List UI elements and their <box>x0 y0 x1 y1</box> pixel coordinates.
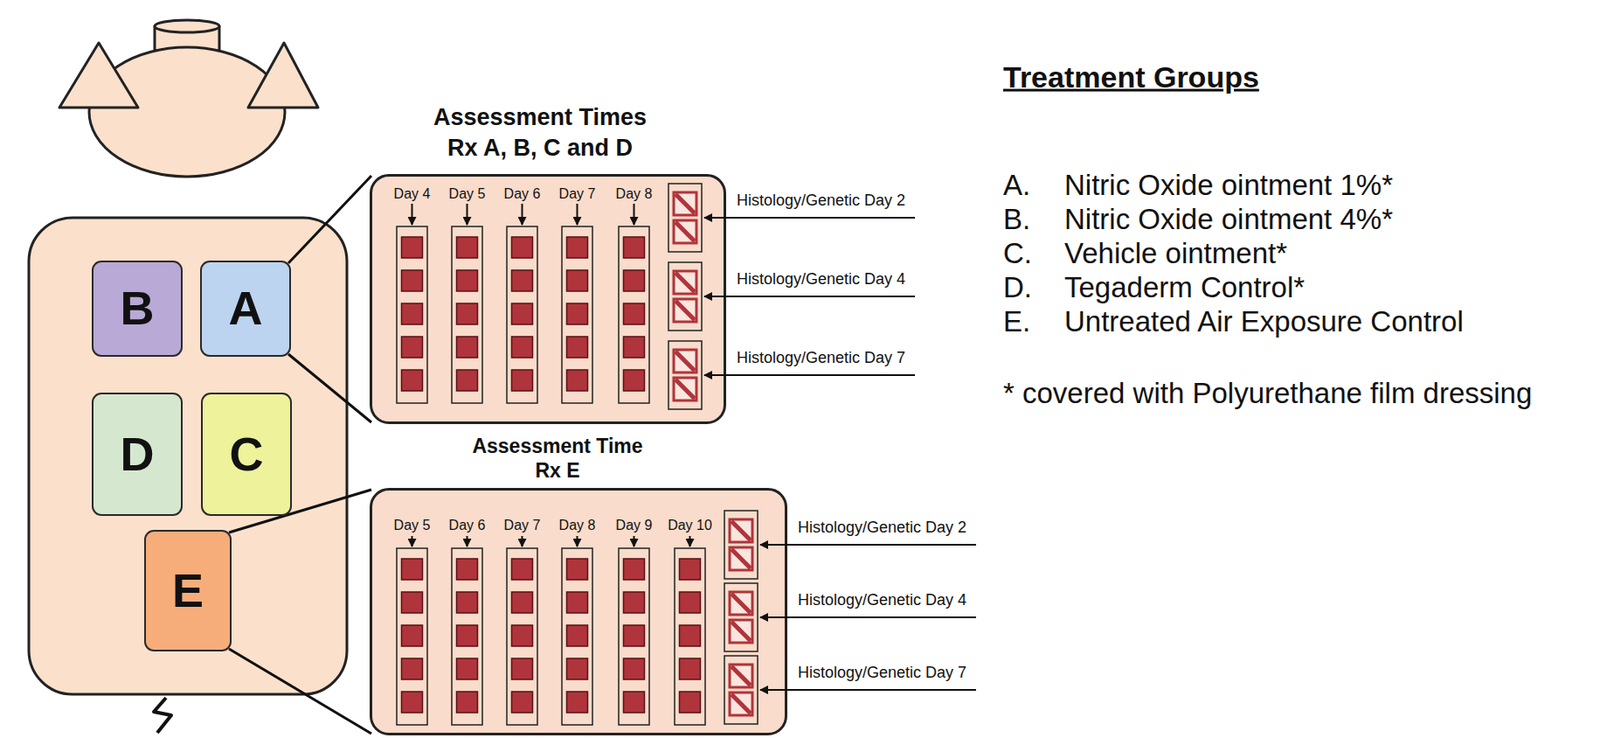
patch-letter: E <box>172 564 204 617</box>
histology-sample-pair <box>724 655 758 724</box>
biopsy-column <box>506 547 538 725</box>
histology-sample-pair <box>724 582 758 652</box>
list-item: Untreated Air Exposure Control <box>1064 304 1464 340</box>
list-item: Vehicle ointment* <box>1064 235 1288 271</box>
day-label: Day 7 <box>504 516 541 534</box>
zoom-panel: Assessment Time Rx E <box>369 433 788 735</box>
list-letter: B. <box>1003 201 1031 237</box>
pig-body <box>28 217 347 694</box>
biopsy-column <box>396 226 428 403</box>
day-label: Day 6 <box>504 185 541 202</box>
biopsy-column <box>561 547 593 725</box>
list-item: Nitric Oxide ointment 1%* <box>1064 167 1393 203</box>
patch-letter: D <box>120 428 155 480</box>
pig-snout-top <box>154 20 220 33</box>
pig-head <box>89 47 285 177</box>
patch-letter: C <box>229 428 264 480</box>
histology-label: Histology/Genetic Day 7 <box>797 663 967 683</box>
list-letter: A. <box>1003 167 1031 203</box>
patch-box: B <box>91 260 183 357</box>
day-label: Day 6 <box>449 516 486 534</box>
footnote: * covered with Polyurethane film dressin… <box>1003 375 1532 411</box>
panel-heading: Assessment Times Rx A, B, C and D <box>426 102 654 164</box>
histology-label: Histology/Genetic Day 4 <box>797 590 967 610</box>
histology-label: Histology/Genetic Day 2 <box>797 518 967 538</box>
day-label: Day 8 <box>559 516 596 534</box>
day-label: Day 9 <box>616 516 653 534</box>
histology-label: Histology/Genetic Day 2 <box>736 191 906 211</box>
panel-heading-text: Assessment Times Rx A, B, C and D <box>426 102 654 164</box>
day-label: Day 7 <box>559 185 596 202</box>
day-label: Day 4 <box>394 185 431 202</box>
panel-heading: Assessment Time Rx E <box>464 433 651 483</box>
histology-sample-pair <box>668 183 702 252</box>
zoom-panel-shape <box>369 173 727 424</box>
patch-box: E <box>144 529 232 652</box>
histology-sample-pair <box>668 340 702 409</box>
day-arrows <box>412 203 916 375</box>
day-label: Day 5 <box>449 185 486 202</box>
day-label: Day 10 <box>667 516 713 534</box>
histology-sample-pair <box>724 510 758 579</box>
zoom-panel: Assessment Times Rx A, B, C and D <box>369 102 727 424</box>
patch-box: C <box>200 392 292 516</box>
patch-letter: B <box>120 282 155 334</box>
pig-ear <box>59 42 139 108</box>
histology-label: Histology/Genetic Day 4 <box>736 270 906 290</box>
day-arrows <box>412 535 977 690</box>
biopsy-column <box>451 226 483 403</box>
biopsy-column <box>561 226 593 403</box>
histology-label: Histology/Genetic Day 7 <box>736 348 906 368</box>
day-label: Day 5 <box>394 516 431 534</box>
list-letter: D. <box>1003 270 1033 305</box>
list-item: Nitric Oxide ointment 4%* <box>1064 201 1393 237</box>
zoom-line <box>288 175 372 423</box>
biopsy-column <box>618 547 650 725</box>
biopsy-column <box>396 547 428 725</box>
zoom-line <box>228 489 372 734</box>
section-heading: Treatment Groups <box>1003 59 1260 96</box>
day-label: Day 8 <box>616 185 653 202</box>
patch-letter: A <box>228 282 264 334</box>
panel-heading-text: Assessment Time Rx E <box>464 433 651 483</box>
list-letter: E. <box>1003 304 1031 340</box>
biopsy-column <box>506 226 538 403</box>
pig-tail <box>153 697 172 733</box>
patch-box: D <box>91 392 183 516</box>
pig-ear <box>248 42 319 108</box>
histology-sample-pair <box>668 262 702 331</box>
biopsy-column <box>451 547 483 725</box>
list-item: Tegaderm Control* <box>1064 270 1305 305</box>
biopsy-column <box>674 547 706 725</box>
biopsy-column <box>618 226 650 403</box>
patch-box: A <box>200 260 291 357</box>
list-letter: C. <box>1003 235 1033 271</box>
